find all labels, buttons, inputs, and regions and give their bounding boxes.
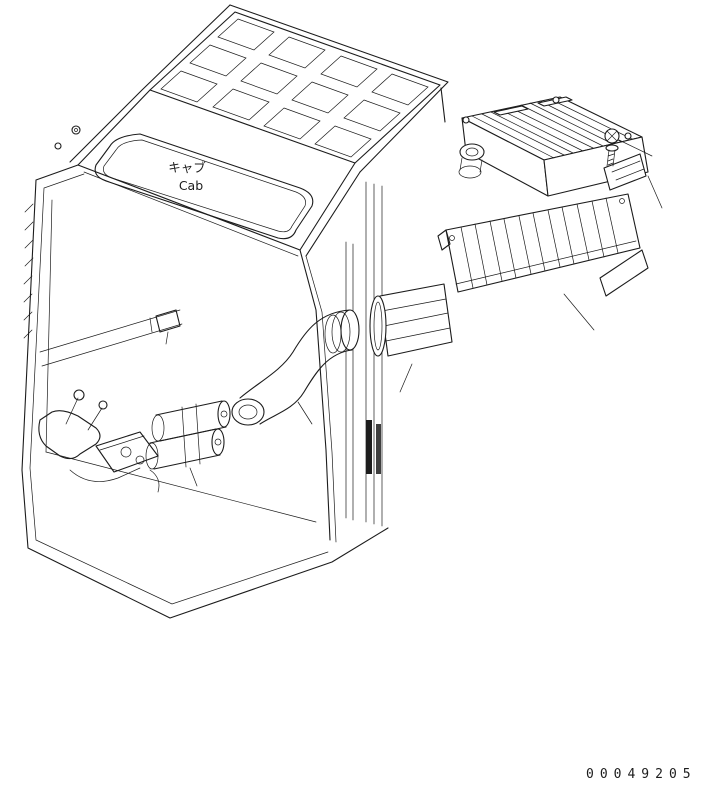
heater-unit [458,96,649,197]
seat-console [38,389,160,493]
cab-label-en: Cab [179,178,203,193]
elbow-duct [231,309,360,426]
filter-cylinders [145,400,231,470]
finned-duct [369,283,453,357]
cab-structure [21,4,449,619]
mounting-bolt [604,128,620,167]
skylight-window: キャブ Cab [94,133,314,240]
duct-cover-panel [437,193,649,297]
roof-grid-panels [160,18,429,158]
cab-label-jp: キャブ [168,160,206,175]
part-number-text: 00049205 [586,767,697,782]
leader-lines [189,139,663,487]
